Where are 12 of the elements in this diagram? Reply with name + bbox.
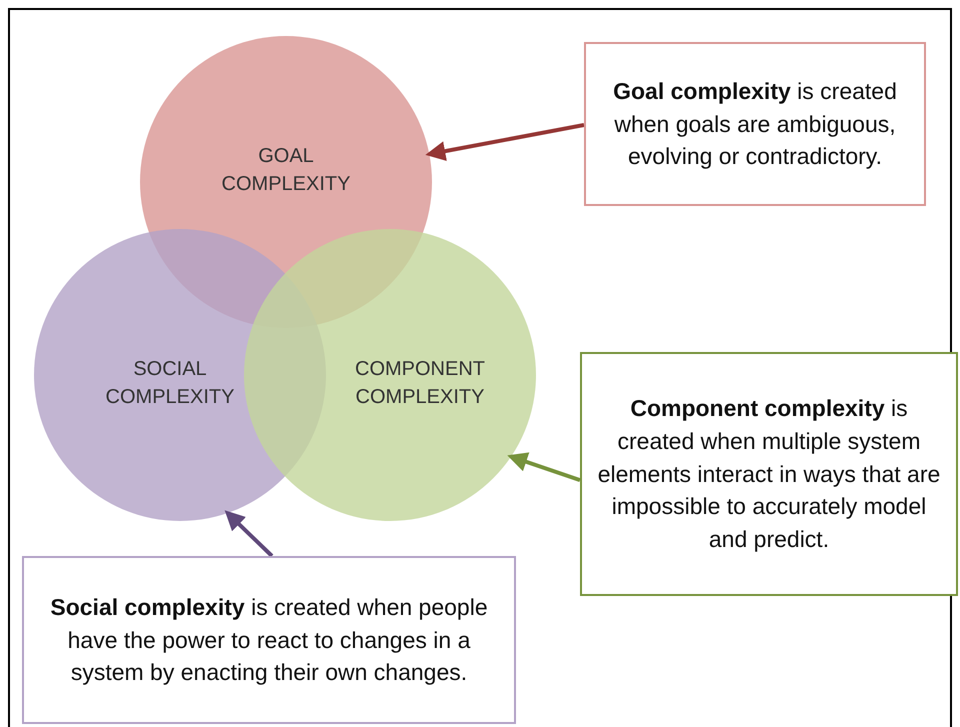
callout-box bbox=[580, 352, 958, 596]
circle-label: GOAL COMPLEXITY bbox=[220, 144, 352, 197]
callout-text: Social complexity is created when people have the power to react to changes in a system by enacting their own changes. bbox=[49, 593, 489, 688]
callout-box bbox=[584, 42, 926, 206]
arrow bbox=[425, 123, 584, 161]
callout-box bbox=[22, 556, 516, 724]
circle-label: SOCIAL COMPLEXITY bbox=[104, 357, 236, 410]
arrow bbox=[507, 452, 581, 482]
callout-text: Component complexity is created when multiple system elements interact in ways that are impossible to accurately model and predict. bbox=[596, 394, 942, 554]
callout-text: Goal complexity is created when goals are ambiguous, evolving or contradictory. bbox=[612, 77, 898, 172]
arrow bbox=[224, 510, 274, 558]
circle-label: COMPONENT COMPLEXITY bbox=[354, 357, 486, 410]
